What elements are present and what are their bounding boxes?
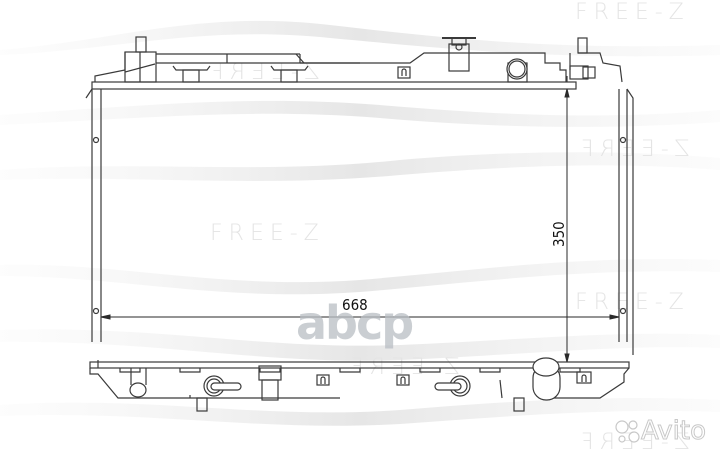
avito-dots-icon: [615, 420, 640, 443]
watermark-brand: FREE-Z: [575, 0, 690, 25]
height-dimension-label: 350: [550, 221, 568, 247]
avito-wordmark: Avito: [641, 416, 707, 447]
watermark-brand: FREE-Z: [210, 221, 325, 246]
watermark-brand: FREE-Z: [575, 290, 690, 315]
width-dimension-label: 668: [342, 296, 368, 314]
abcp-logo-watermark: abcp: [296, 296, 414, 350]
